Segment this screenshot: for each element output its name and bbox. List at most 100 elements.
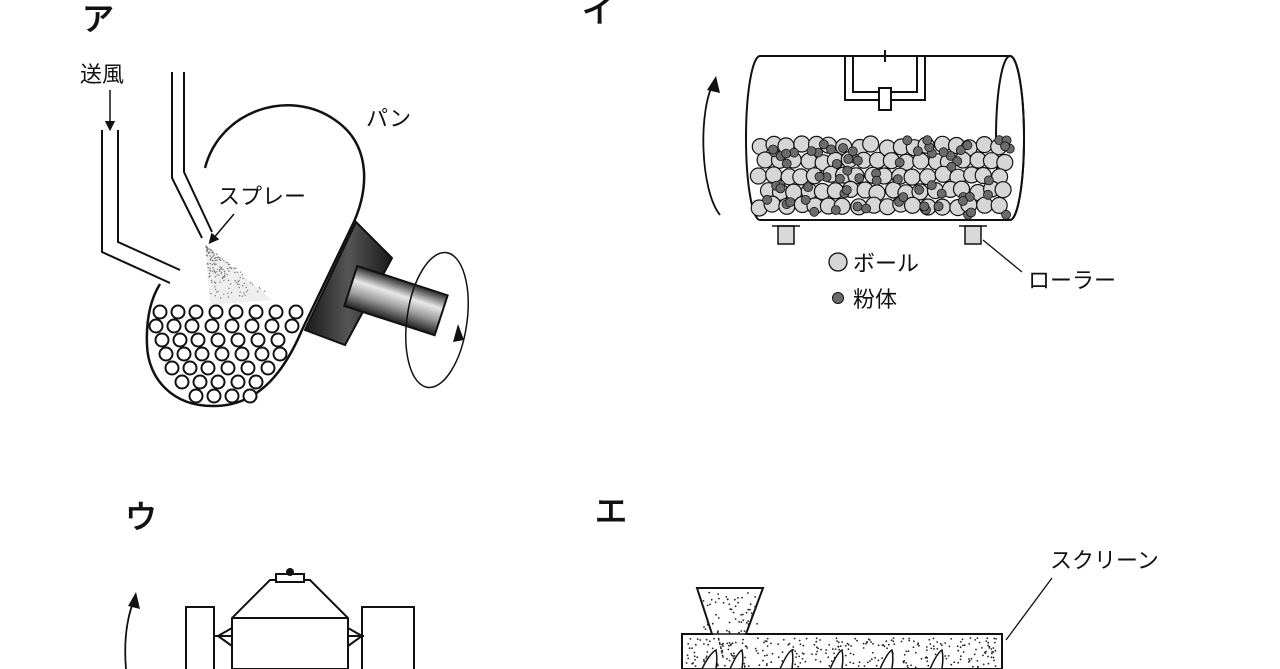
extruder-powder-dot <box>711 647 714 650</box>
extruder-powder-dot <box>913 640 915 643</box>
extruder-powder-dot <box>994 641 996 644</box>
powder <box>814 171 825 182</box>
extruder-powder-dot <box>986 637 989 640</box>
powder <box>835 173 845 184</box>
panel-e-letter: エ <box>595 492 627 530</box>
mist-dot <box>214 282 217 284</box>
mist-dot <box>209 249 212 251</box>
extruder-powder-dot <box>985 640 988 642</box>
mist-dot <box>213 263 215 265</box>
mist-dot <box>244 294 246 296</box>
extruder-powder-dot <box>729 608 732 611</box>
extruder-powder-dot <box>730 654 733 657</box>
extruder-powder-dot <box>771 652 774 655</box>
mist-dot <box>218 274 220 276</box>
mist-dot <box>213 257 216 260</box>
extruder-powder-dot <box>724 664 726 667</box>
extruder-powder-dot <box>830 660 833 663</box>
extruder-powder-dot <box>741 596 743 599</box>
granule <box>244 318 260 334</box>
granule <box>164 360 180 376</box>
extruder-powder-dot <box>963 644 966 647</box>
mist-dot <box>216 259 218 261</box>
extruder-powder-dot <box>910 664 912 667</box>
extruder-powder-dot <box>754 596 756 598</box>
powder <box>841 185 852 195</box>
mist-dot <box>219 269 221 271</box>
mist-dot <box>220 268 222 270</box>
extruder-powder-dot <box>804 660 807 663</box>
extruder-powder-dot <box>732 611 735 614</box>
powder <box>955 145 966 156</box>
extruder-powder-dot <box>992 651 995 653</box>
legend-powder-symbol <box>832 292 844 304</box>
extruder-powder-dot <box>870 641 872 643</box>
granule <box>242 388 258 404</box>
extruder-powder-dot <box>968 659 971 662</box>
mist-dot <box>224 272 226 274</box>
mist-dot <box>243 282 245 284</box>
rotation-arrow <box>405 251 469 389</box>
extruder-powder-dot <box>975 648 977 651</box>
powder <box>871 175 882 186</box>
extruder-powder-dot <box>987 655 989 658</box>
extruder-powder-dot <box>849 661 851 664</box>
extruder-powder-dot <box>825 652 827 654</box>
extruder-powder-dot <box>968 643 971 645</box>
mist-dot <box>242 285 244 287</box>
air-duct <box>101 130 181 284</box>
rotation-arrowhead <box>453 324 464 342</box>
extruder-powder-dot <box>838 648 840 651</box>
extruder-powder-dot <box>730 643 732 646</box>
mist-dot <box>251 283 254 285</box>
granule <box>194 346 210 362</box>
extruder-powder-dot <box>717 637 720 640</box>
extruder-powder-dot <box>689 638 692 640</box>
extruder-powder-dot <box>738 631 740 634</box>
mist-dot <box>238 286 240 289</box>
extruder-powder-dot <box>717 664 719 667</box>
extruder-powder-dot <box>730 652 732 655</box>
extruder-powder-dot <box>973 653 976 656</box>
extruder-powder-dot <box>802 644 805 647</box>
granule <box>224 388 240 404</box>
granule <box>272 346 288 362</box>
ball <box>976 196 994 214</box>
extruder-powder-dot <box>978 641 981 644</box>
extruder-powder-dot <box>726 642 729 645</box>
extruder-powder-dot <box>721 643 723 646</box>
extruder-powder-dot <box>688 647 691 650</box>
extruder-powder-dot <box>941 644 943 647</box>
extruder-powder-dot <box>962 644 964 647</box>
mist-dot <box>220 273 223 275</box>
extruder-powder-dot <box>854 637 857 640</box>
mist-dot <box>223 260 225 262</box>
extruder-powder-dot <box>732 657 735 659</box>
powder <box>853 155 863 166</box>
granule <box>184 318 200 334</box>
mist-dot <box>211 281 213 284</box>
extruder-powder-dot <box>761 649 764 652</box>
extruder-powder-dot <box>981 647 983 649</box>
mist-dot <box>234 279 236 282</box>
mist-dot <box>242 277 244 280</box>
extruder-powder-dot <box>765 664 768 667</box>
mist-dot <box>213 253 215 255</box>
extruder-powder-dot <box>974 639 977 641</box>
mist-dot <box>208 276 210 278</box>
extruder-powder-dot <box>988 647 991 649</box>
extruder-powder-dot <box>917 642 920 645</box>
roller-leader <box>982 239 1023 273</box>
extruder-powder-dot <box>819 660 822 663</box>
mist-dot <box>241 273 244 276</box>
extruder-powder-dot <box>766 654 768 657</box>
extruder-powder-dot <box>924 657 927 659</box>
granule <box>166 318 182 334</box>
extruder-powder-dot <box>987 662 990 665</box>
mist-dot <box>234 267 237 270</box>
extruder-powder-dot <box>976 637 979 639</box>
mist-dot <box>216 271 218 273</box>
mist-dot <box>221 258 224 260</box>
extruder-powder-dot <box>711 622 714 625</box>
